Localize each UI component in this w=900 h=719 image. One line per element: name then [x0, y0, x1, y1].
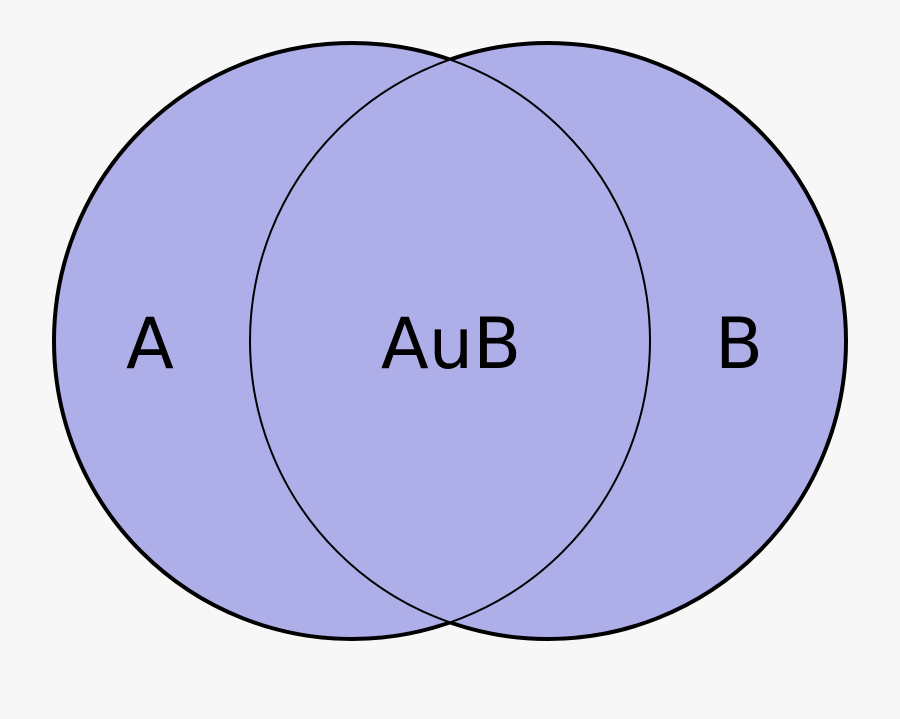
set-b-outline [249, 42, 847, 640]
set-b-fill [250, 43, 846, 639]
set-a-outline [53, 42, 651, 640]
set-a-label: A [126, 303, 174, 385]
set-b-label: B [715, 303, 763, 385]
union-label: AuB [381, 303, 521, 385]
